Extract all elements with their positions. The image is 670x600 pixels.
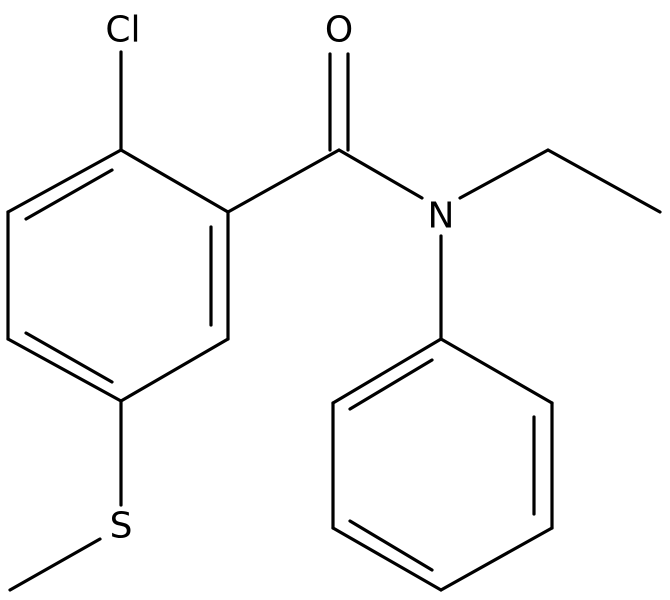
bond-s-methyl (8, 537, 102, 592)
bond-ring-carbonyl (226, 148, 341, 214)
bond-ring-c6-c1 (6, 148, 123, 214)
bond-phenyl-1 (439, 337, 554, 405)
bond-phenyl-double-inner-3 (348, 358, 434, 411)
atom-label-oxygen: O (325, 10, 353, 51)
bond-phenyl-3 (439, 526, 554, 592)
bond-n-ethyl-ch2 (458, 148, 550, 200)
bond-phenyl-6 (331, 337, 443, 405)
bond-ring-c1-c2 (119, 148, 230, 214)
atom-label-sulfur: S (110, 506, 133, 547)
bond-carbonyl-n (337, 148, 424, 200)
bond-ring-c3-c4 (119, 337, 230, 403)
bond-phenyl-4 (331, 526, 443, 592)
atom-label-chlorine: Cl (105, 10, 140, 51)
phenyl-ring (331, 337, 554, 592)
bond-phenyl-double-inner-2 (348, 519, 434, 572)
bond-ethyl-ch3 (546, 148, 662, 214)
atom-label-nitrogen: N (428, 196, 455, 237)
chloro-methylthio-benzene-ring (6, 148, 230, 403)
bond-ring-double-inner-2 (24, 331, 114, 384)
bond-ring-c4-c5 (6, 337, 123, 403)
bond-ring-double-inner-3 (24, 168, 114, 221)
